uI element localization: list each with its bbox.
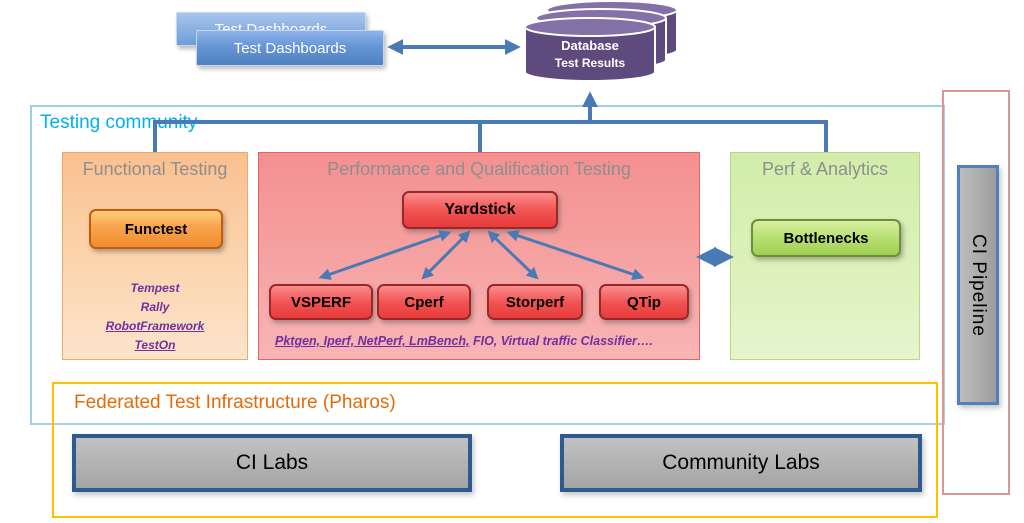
functional-tool-tempest: Tempest: [130, 281, 180, 295]
community-labs-box: Community Labs: [560, 434, 922, 492]
federated-infrastructure-frame: Federated Test Infrastructure (Pharos) C…: [52, 382, 938, 518]
database-cylinder-front: [524, 17, 656, 82]
ci-pipeline-frame: CI Pipeline: [942, 90, 1010, 495]
performance-tools-note: Pktgen, Iperf, NetPerf, LmBench, FIO, Vi…: [275, 334, 695, 348]
performance-testing-title: Performance and Qualification Testing: [327, 159, 631, 179]
yardstick-button: Yardstick: [402, 191, 558, 229]
performance-tools-underlined: Pktgen, Iperf, NetPerf, LmBench,: [275, 334, 470, 348]
storperf-button: Storperf: [487, 284, 583, 320]
qtip-button: QTip: [599, 284, 689, 320]
performance-testing-panel: Performance and Qualification Testing Ya…: [258, 152, 700, 360]
database-cylinder-icon: Database Test Results: [524, 0, 678, 82]
functest-label: Functest: [124, 220, 188, 238]
functional-testing-title: Functional Testing: [82, 159, 228, 179]
federated-infrastructure-label: Federated Test Infrastructure (Pharos): [74, 392, 396, 413]
bottlenecks-label: Bottlenecks: [783, 229, 869, 247]
ci-labs-label: CI Labs: [235, 451, 309, 474]
bottlenecks-button: Bottlenecks: [751, 219, 901, 257]
functional-testing-panel: Functional Testing Functest Tempest Rall…: [62, 152, 248, 360]
storperf-label: Storperf: [505, 293, 565, 311]
perf-analytics-title: Perf & Analytics: [761, 159, 889, 179]
ci-pipeline-box: CI Pipeline: [957, 165, 999, 405]
testing-community-label: Testing community: [40, 112, 198, 133]
cperf-label: Cperf: [404, 293, 444, 311]
yardstick-label: Yardstick: [444, 201, 516, 218]
functional-tool-rally: Rally: [140, 300, 170, 314]
database-subtitle: Test Results: [555, 56, 626, 70]
test-dashboards-box-front: Test Dashboards: [196, 30, 384, 66]
performance-tools-rest: FIO, Virtual traffic Classifier….: [469, 334, 653, 348]
ci-pipeline-label: CI Pipeline: [968, 233, 989, 337]
functional-tool-robotframework: RobotFramework: [105, 319, 205, 333]
vsperf-label: VSPERF: [290, 293, 351, 311]
qtip-label: QTip: [627, 293, 661, 311]
functest-button: Functest: [89, 209, 223, 249]
database-title: Database: [561, 38, 619, 53]
functional-tool-teston: TestOn: [134, 338, 176, 352]
perf-analytics-panel: Perf & Analytics Bottlenecks: [730, 152, 920, 360]
ci-labs-box: CI Labs: [72, 434, 472, 492]
vsperf-button: VSPERF: [269, 284, 373, 320]
test-dashboards-front-label: Test Dashboards: [233, 39, 347, 57]
cperf-button: Cperf: [377, 284, 471, 320]
community-labs-label: Community Labs: [662, 451, 820, 474]
